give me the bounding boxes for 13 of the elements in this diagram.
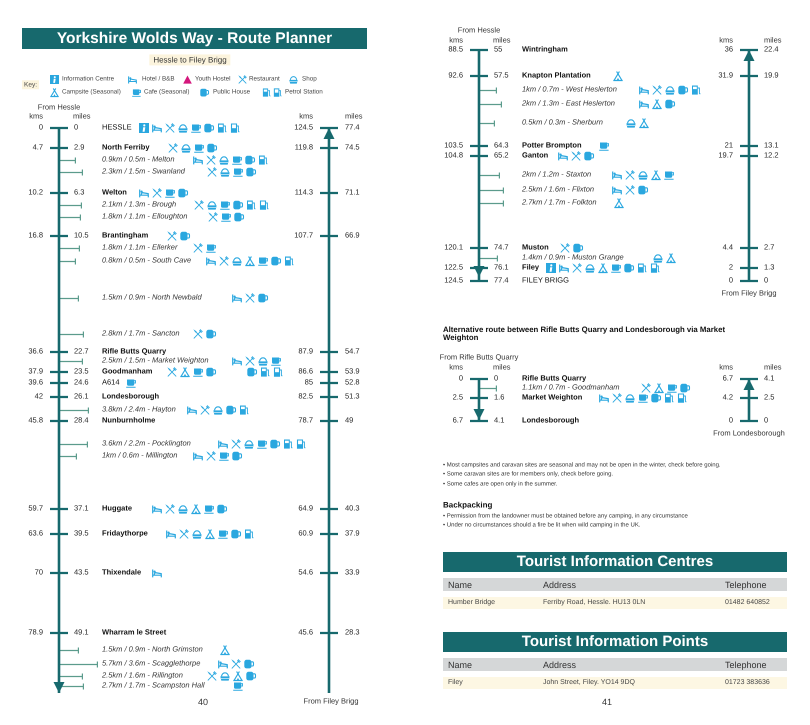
section-banner: Tourist Information Centres xyxy=(443,552,787,572)
title-banner: Yorkshire Wolds Way - Route Planner xyxy=(22,28,367,49)
section-heading: Backpacking xyxy=(443,500,492,510)
column-header: Telephone xyxy=(725,659,767,670)
column-header: Name xyxy=(448,659,472,670)
subtitle: Hessle to Filey Brigg xyxy=(149,54,231,66)
column-header: Telephone xyxy=(725,579,767,590)
page-number: 40 xyxy=(198,696,208,708)
column-header: Name xyxy=(448,579,472,590)
column-header: Address xyxy=(543,659,576,670)
column-header: Address xyxy=(543,579,576,590)
section-banner: Tourist Information Points xyxy=(443,632,787,652)
page-number: 41 xyxy=(602,696,612,708)
